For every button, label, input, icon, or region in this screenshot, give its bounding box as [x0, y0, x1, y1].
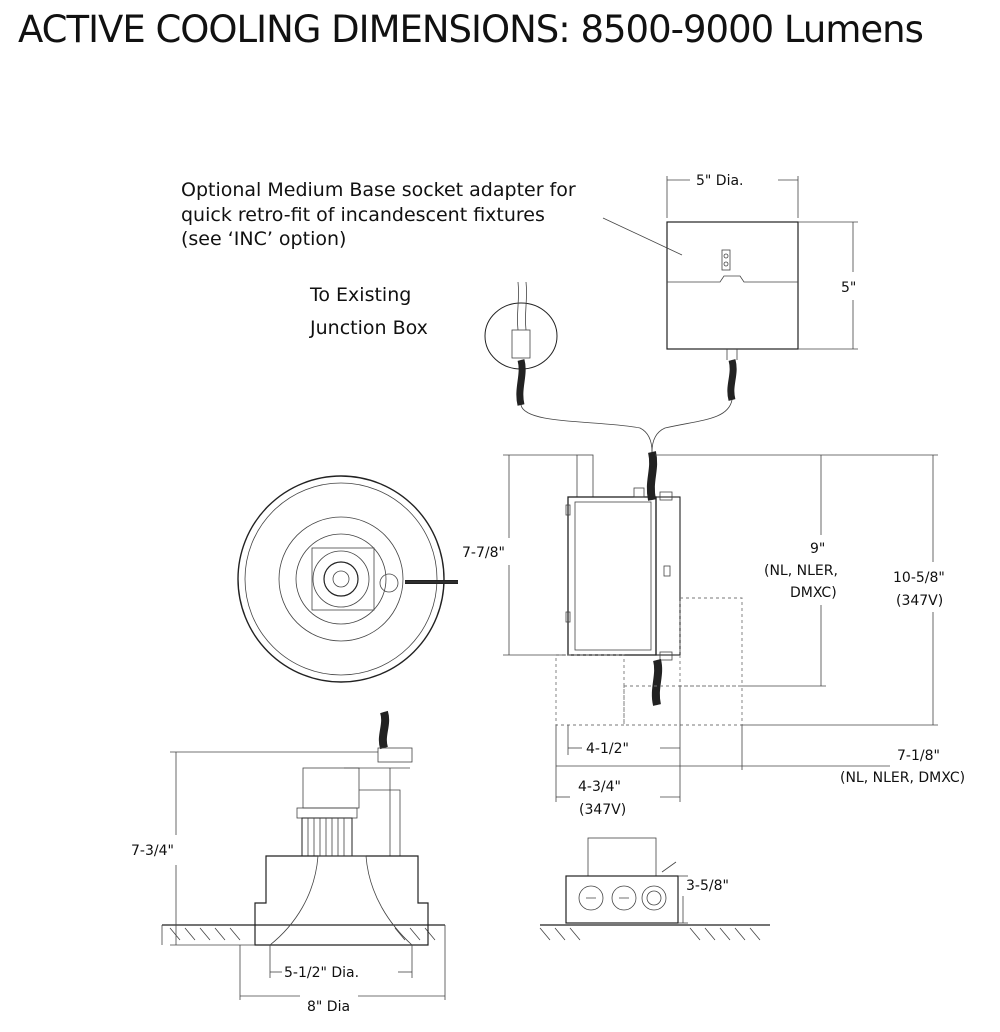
fixture-height-dimension: [170, 751, 378, 946]
nl-height-opts-1: (NL, NLER,: [764, 563, 838, 579]
nl-height-opts-2: DMXC): [790, 585, 837, 601]
adapter-note-line-3: (see ‘INC’ option): [181, 228, 346, 250]
adapter-dia-label: 5" Dia.: [696, 173, 744, 189]
junction-box-detail: [484, 281, 558, 406]
plan-view-trim: [237, 475, 458, 683]
aperture-dimensions: [239, 945, 446, 1000]
adapter-note-line-1: Optional Medium Base socket adapter for: [181, 179, 576, 201]
junction-note-line-2: Junction Box: [309, 317, 428, 339]
adapter-dia-dimension: [666, 176, 799, 218]
side-height-dimension: [503, 454, 577, 656]
trim-dia-label: 8" Dia: [307, 999, 350, 1015]
adapter-height-label: 5": [841, 280, 856, 296]
supply-wire: [520, 404, 653, 453]
width-nl-sub: (NL, NLER, DMXC): [840, 770, 965, 786]
fixture-height-label: 7-3/4": [131, 843, 174, 859]
side-elevation-housing: [555, 451, 743, 726]
side-height-label: 7-7/8": [462, 545, 505, 561]
fixture-elevation: [161, 710, 446, 946]
width-std-label: 4-1/2": [586, 741, 629, 757]
junction-box-drawing: [539, 837, 770, 941]
nl-height-dimension: [655, 454, 826, 687]
width-347-sub: (347V): [579, 802, 626, 818]
adapter-leader-line: [602, 217, 683, 256]
page-title: ACTIVE COOLING DIMENSIONS: 8500-9000 Lum…: [18, 8, 924, 51]
aperture-dia-label: 5-1/2" Dia.: [284, 965, 359, 981]
nl-height-label: 9": [810, 541, 825, 557]
adapter-height-dimension: [798, 221, 858, 350]
adapter-wire: [651, 399, 733, 453]
347v-height-sub: (347V): [896, 593, 943, 609]
junction-note-line-1: To Existing: [309, 284, 411, 306]
socket-adapter-drawing: [666, 221, 799, 401]
adapter-note-line-2: quick retro-fit of incandescent fixtures: [181, 204, 545, 226]
width-nl-label: 7-1/8": [897, 748, 940, 764]
347v-height-dimension: [742, 454, 938, 726]
jbox-height-label: 3-5/8": [686, 878, 729, 894]
347v-height-label: 10-5/8": [893, 570, 945, 586]
width-dimensions: [555, 686, 890, 802]
width-347-label: 4-3/4": [578, 779, 621, 795]
jbox-height-dimension: [678, 875, 688, 924]
